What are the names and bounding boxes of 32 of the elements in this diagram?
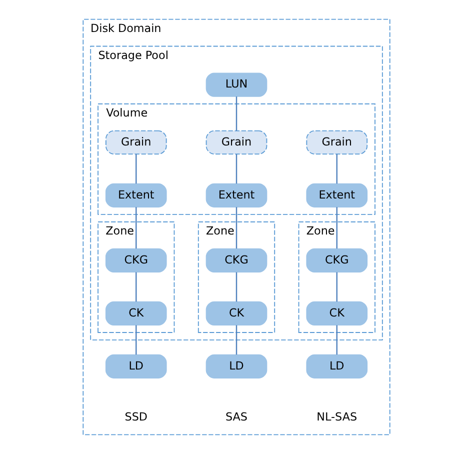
node-box: CKG bbox=[104, 248, 166, 273]
node-box: Extent bbox=[104, 183, 166, 208]
node-box: CK bbox=[205, 301, 267, 326]
node-label: NL-SAS bbox=[316, 410, 357, 424]
connector bbox=[336, 207, 337, 249]
node-box: Extent bbox=[205, 183, 267, 208]
connector bbox=[235, 96, 237, 131]
connector bbox=[135, 154, 136, 184]
connector bbox=[135, 207, 136, 249]
connector bbox=[235, 154, 237, 184]
node-box: LD bbox=[306, 354, 368, 378]
connector bbox=[336, 154, 337, 184]
connector bbox=[135, 272, 136, 302]
connector bbox=[235, 325, 237, 355]
node-box: Grain bbox=[306, 130, 368, 154]
node-box: Extent bbox=[306, 183, 368, 208]
connector bbox=[135, 325, 136, 355]
node-box: CK bbox=[306, 301, 368, 326]
connector bbox=[336, 272, 337, 302]
node-box: CK bbox=[104, 301, 166, 326]
node-box: CKG bbox=[306, 248, 368, 273]
node-box: Grain bbox=[205, 130, 267, 154]
node-box: CKG bbox=[205, 248, 267, 273]
connector bbox=[235, 207, 237, 249]
node-box: LUN bbox=[205, 72, 267, 97]
connector bbox=[235, 272, 237, 302]
node-box: LD bbox=[205, 354, 267, 378]
node-label: SSD bbox=[124, 410, 147, 424]
node-box: LD bbox=[104, 354, 166, 378]
node-box: Grain bbox=[104, 130, 166, 154]
node-label: SAS bbox=[225, 410, 247, 424]
connector bbox=[336, 325, 337, 355]
